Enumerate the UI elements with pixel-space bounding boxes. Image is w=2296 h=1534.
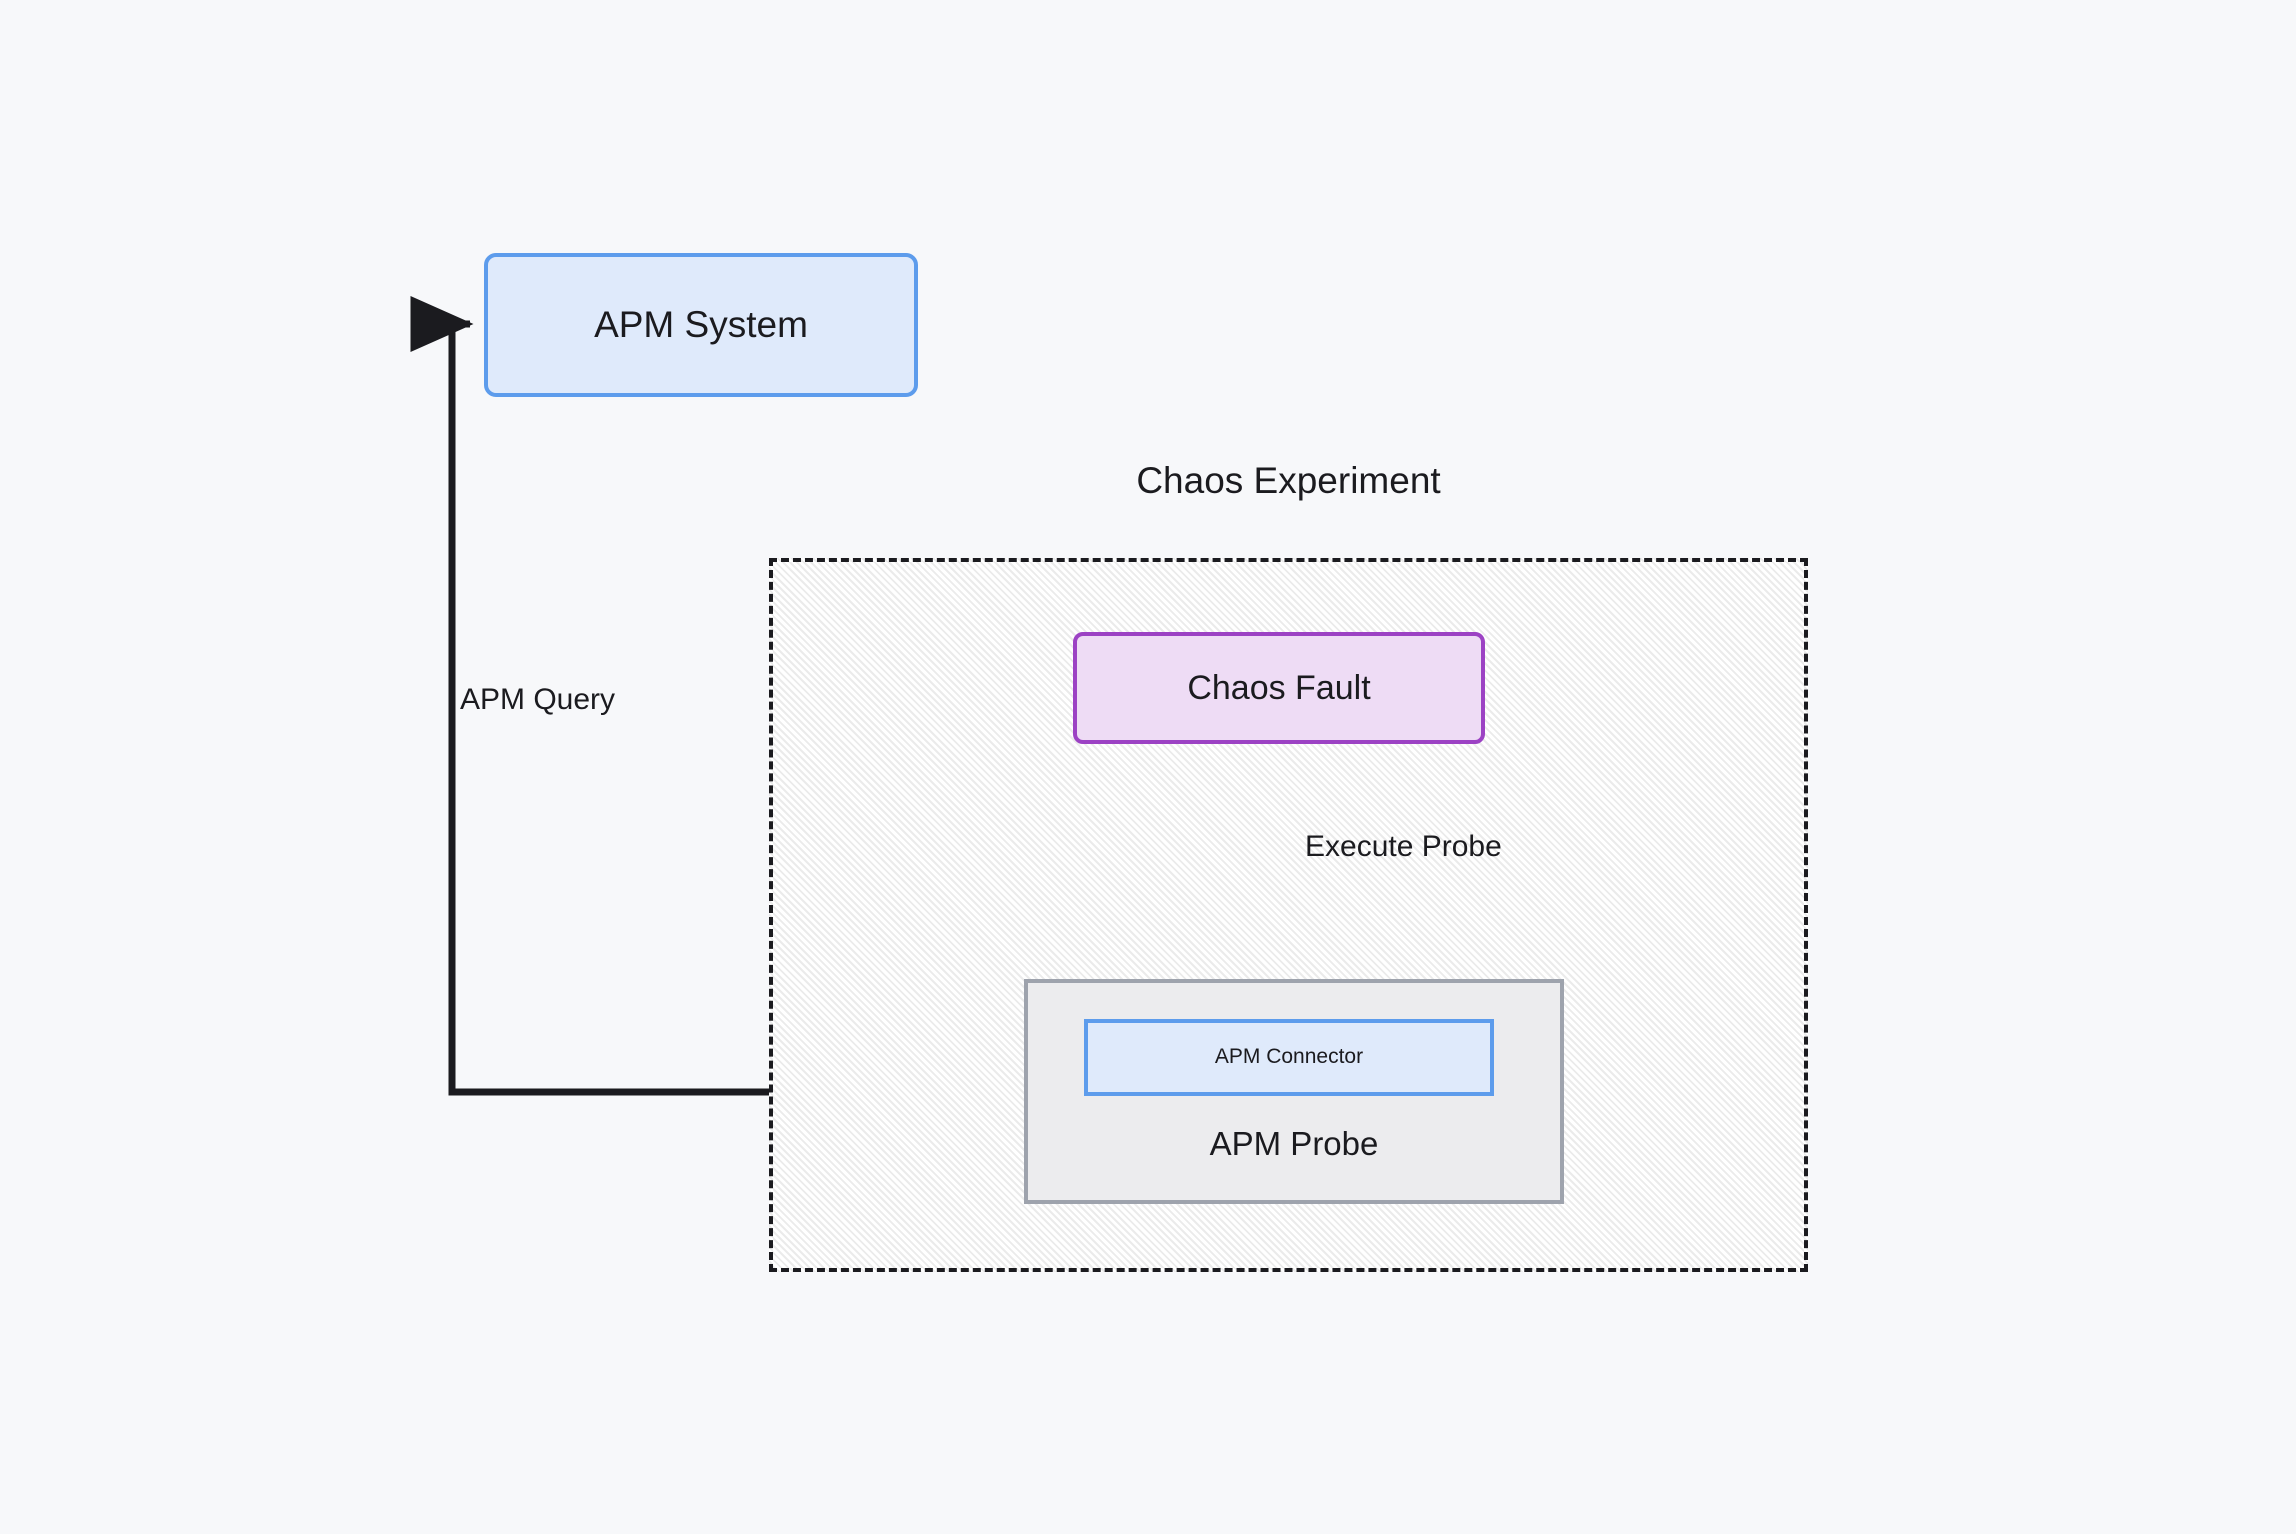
node-apm-connector[interactable]: APM Connector [1084,1019,1494,1096]
node-apm-probe-label: APM Probe [1209,1125,1379,1162]
edge-label-execute-probe: Execute Probe [1305,830,1502,863]
node-apm-system-label: APM System [594,303,808,345]
node-chaos-fault-label: Chaos Fault [1187,668,1371,707]
node-apm-connector-label: APM Connector [1214,1045,1364,1069]
node-apm-probe[interactable]: APM Connector APM Probe [1024,979,1564,1204]
edge-label-apm-query: APM Query [460,683,616,716]
chaos-experiment-title: Chaos Experiment [1136,460,1441,501]
node-chaos-fault[interactable]: Chaos Fault [1073,632,1485,744]
node-apm-system[interactable]: APM System [484,253,918,397]
